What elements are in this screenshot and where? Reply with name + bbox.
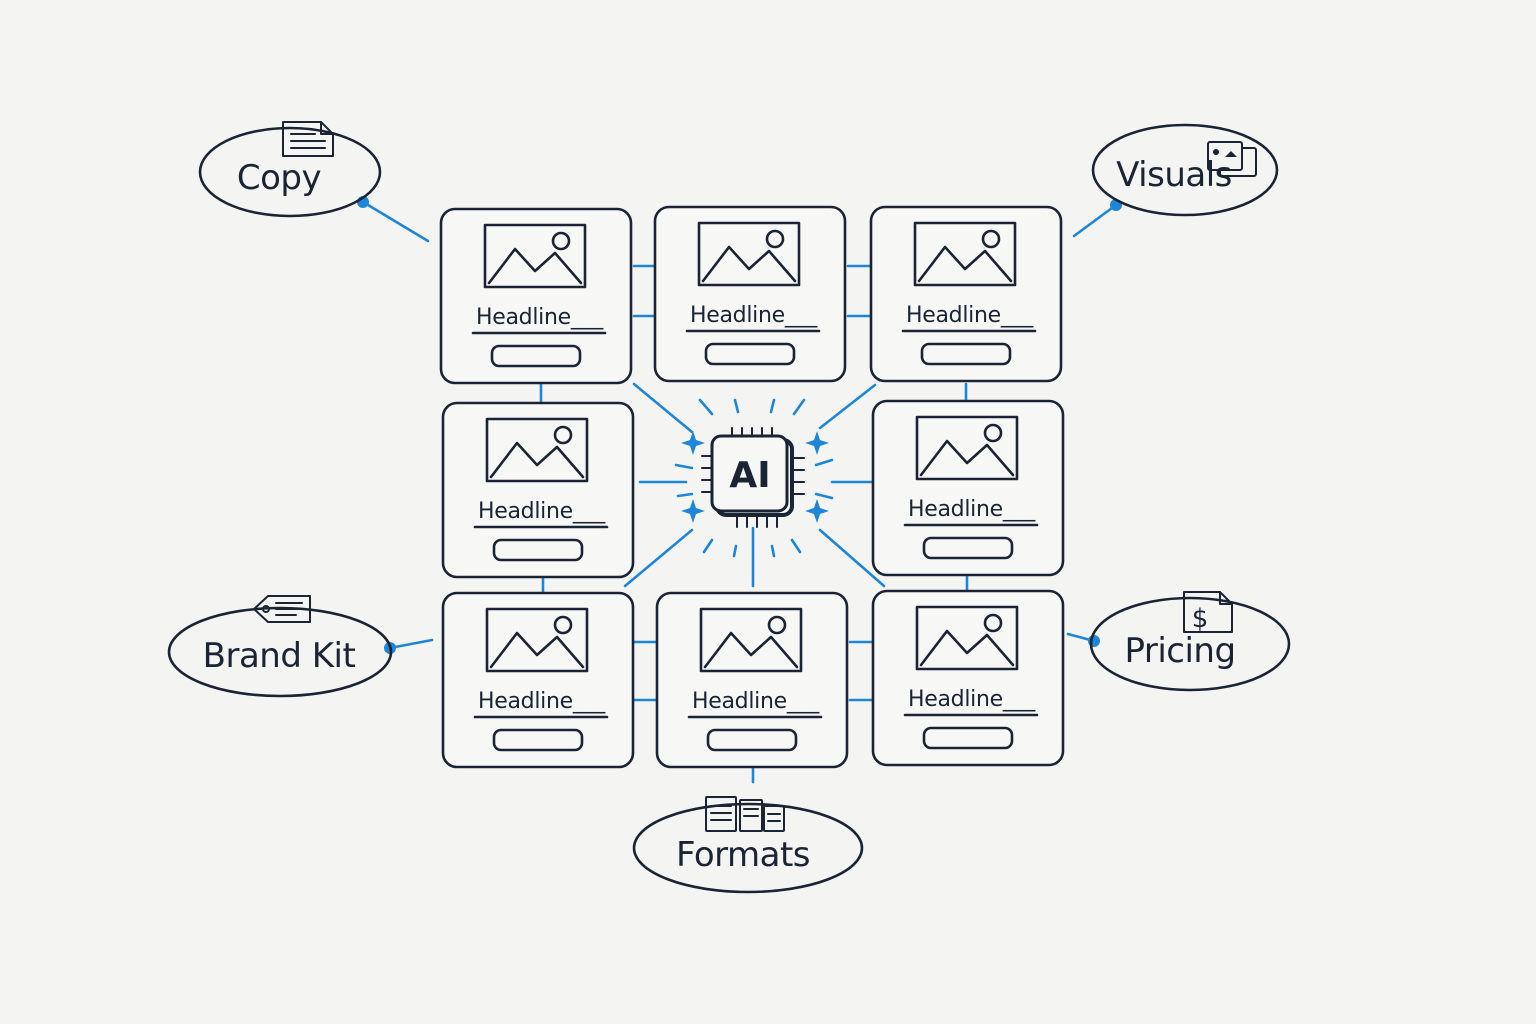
card-headline: Headline___ — [690, 303, 818, 328]
price-document-icon: $ — [1183, 591, 1233, 634]
cta-button[interactable] — [706, 728, 798, 752]
bubble-label-pricing: Pricing — [1124, 631, 1235, 671]
image-placeholder-icon — [485, 417, 589, 483]
bubble-formats[interactable]: Formats — [632, 796, 864, 894]
ad-card[interactable]: Headline___ — [655, 591, 849, 769]
cta-button[interactable] — [920, 342, 1012, 366]
ad-card[interactable]: Headline___ — [441, 401, 635, 579]
cta-button[interactable] — [922, 726, 1014, 750]
cta-button[interactable] — [922, 536, 1014, 560]
svg-text:$: $ — [1192, 604, 1209, 634]
ad-card[interactable]: Headline___ — [871, 589, 1065, 767]
ad-card[interactable]: Headline___ — [871, 399, 1065, 577]
image-placeholder-icon — [485, 607, 589, 673]
image-placeholder-icon — [699, 607, 803, 673]
bubble-copy[interactable]: Copy — [198, 121, 430, 243]
card-headline: Headline___ — [478, 499, 606, 524]
ad-card[interactable]: Headline___ — [869, 205, 1063, 383]
formats-icon — [705, 796, 785, 832]
bubble-label-formats: Formats — [676, 835, 810, 875]
image-placeholder-icon — [915, 605, 1019, 671]
grid-connectors — [539, 264, 969, 784]
cta-button[interactable] — [492, 538, 584, 562]
bubble-pricing[interactable]: $ Pricing — [1066, 591, 1291, 692]
sparkle-icons — [681, 431, 829, 523]
tag-icon — [253, 595, 311, 623]
bubble-label-copy: Copy — [237, 158, 322, 198]
cta-button[interactable] — [490, 344, 582, 368]
image-placeholder-icon — [697, 221, 801, 287]
card-headline: Headline___ — [476, 305, 604, 330]
image-placeholder-icon — [913, 221, 1017, 287]
card-headline: Headline___ — [906, 303, 1034, 328]
bubble-label-brand-kit: Brand Kit — [203, 636, 356, 676]
bubble-visuals[interactable]: Visuals — [1072, 123, 1279, 238]
ad-card[interactable]: Headline___ — [441, 591, 635, 769]
card-headline: Headline___ — [908, 687, 1036, 712]
ad-card[interactable]: Headline___ — [653, 205, 847, 383]
bubble-brand-kit[interactable]: Brand Kit — [167, 595, 434, 698]
card-grid: Headline___ Headline___ Headline___ Headlin… — [439, 205, 1065, 769]
images-icon — [1207, 141, 1257, 177]
card-headline: Headline___ — [692, 689, 820, 714]
document-icon — [282, 121, 334, 157]
card-headline: Headline___ — [478, 689, 606, 714]
ad-card[interactable]: Headline___ — [439, 207, 633, 385]
cta-button[interactable] — [492, 728, 584, 752]
hub-rays — [623, 382, 886, 588]
card-headline: Headline___ — [908, 497, 1036, 522]
ai-chip-hub[interactable]: AI — [701, 427, 805, 528]
hub-label: AI — [729, 455, 770, 496]
image-placeholder-icon — [483, 223, 587, 289]
chip-icon — [701, 427, 805, 528]
image-placeholder-icon — [915, 415, 1019, 481]
cta-button[interactable] — [704, 342, 796, 366]
bubble-label-visuals: Visuals — [1116, 155, 1232, 195]
